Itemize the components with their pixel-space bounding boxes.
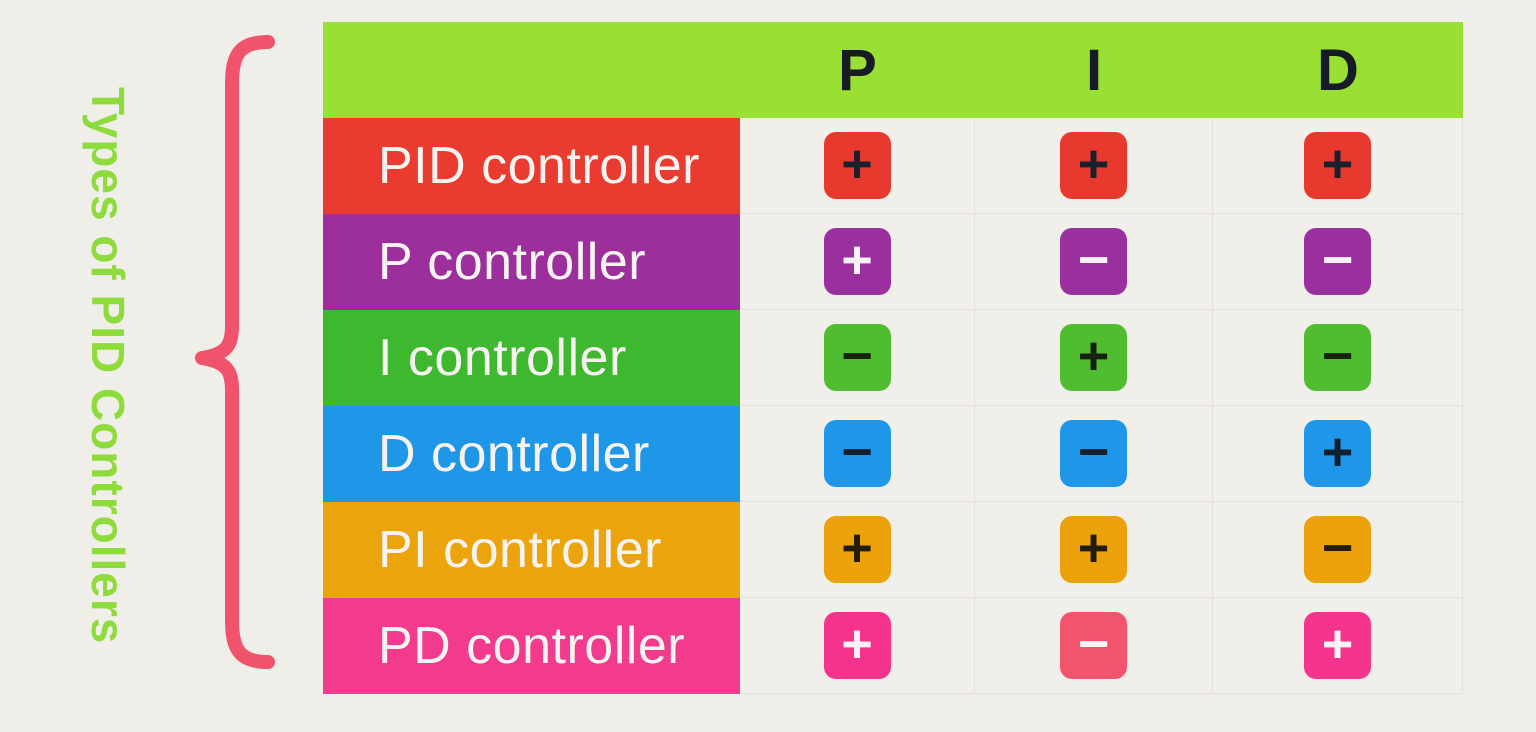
table-row: PD controller + − + (323, 598, 1463, 694)
pid-table: P I D PID controller+++P controller+−−I … (323, 22, 1463, 694)
row-label: PI controller (323, 502, 740, 598)
plus-badge: + (1304, 132, 1371, 199)
row-label: PID controller (323, 118, 740, 214)
minus-badge: − (1060, 612, 1127, 679)
value-cell: − (975, 214, 1213, 310)
minus-badge: − (823, 420, 891, 487)
plus-badge: + (1060, 516, 1127, 583)
table-row: I controller − + − (323, 310, 1463, 406)
value-cell: − (740, 406, 975, 502)
row-label: I controller (323, 310, 740, 406)
value-cell: − (975, 406, 1213, 502)
row-label: D controller (323, 406, 740, 502)
table-row: PID controller + + + (323, 118, 1463, 214)
value-cell: + (740, 214, 975, 310)
value-cell: + (975, 310, 1213, 406)
plus-badge: + (1060, 324, 1127, 391)
row-label: P controller (323, 214, 740, 310)
plus-badge: + (1304, 612, 1371, 679)
table-header-row: P I D (323, 22, 1463, 118)
header-col-p: P (740, 22, 975, 118)
value-cell: + (1213, 406, 1463, 502)
plus-badge: + (823, 132, 891, 199)
table-row: P controller + − − (323, 214, 1463, 310)
value-cell: − (1213, 214, 1463, 310)
value-cell: + (1213, 118, 1463, 214)
value-cell: − (1213, 502, 1463, 598)
value-cell: − (1213, 310, 1463, 406)
row-label: PD controller (323, 598, 740, 694)
table-row: D controller − − + (323, 406, 1463, 502)
value-cell: − (740, 310, 975, 406)
minus-badge: − (1304, 228, 1371, 295)
value-cell: + (740, 118, 975, 214)
header-corner-cell (323, 22, 740, 118)
plus-badge: + (1060, 132, 1127, 199)
value-cell: − (975, 598, 1213, 694)
minus-badge: − (823, 324, 891, 391)
value-cell: + (975, 502, 1213, 598)
side-title: Types of PID Controllers (82, 87, 134, 645)
minus-badge: − (1060, 420, 1127, 487)
minus-badge: − (1060, 228, 1127, 295)
value-cell: + (740, 598, 975, 694)
header-col-d: D (1213, 22, 1463, 118)
header-col-i: I (975, 22, 1213, 118)
plus-badge: + (823, 516, 891, 583)
minus-badge: − (1304, 516, 1371, 583)
value-cell: + (975, 118, 1213, 214)
plus-badge: + (823, 612, 891, 679)
curly-brace-icon (195, 35, 275, 669)
value-cell: + (1213, 598, 1463, 694)
value-cell: + (740, 502, 975, 598)
table-row: PI controller + + − (323, 502, 1463, 598)
table-body: PID controller+++P controller+−−I contro… (323, 118, 1463, 694)
plus-badge: + (1304, 420, 1371, 487)
plus-badge: + (823, 228, 891, 295)
minus-badge: − (1304, 324, 1371, 391)
